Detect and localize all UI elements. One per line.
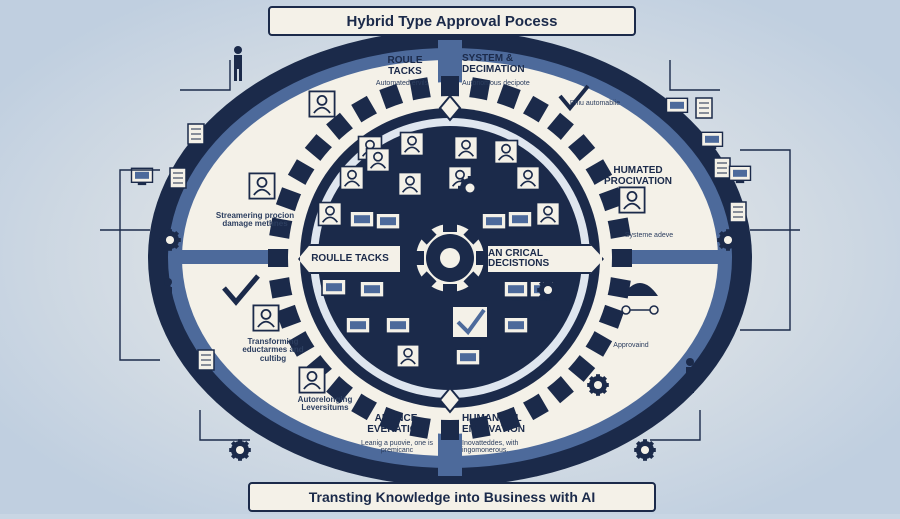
- center-gear-tooth: [443, 218, 457, 232]
- tr-sub: Autonomous decipote: [462, 80, 530, 87]
- center-right-pill: An Crical Decistions: [486, 244, 604, 274]
- document-icon: [169, 167, 187, 189]
- checkmark-icon: [558, 84, 590, 112]
- gear-tooth: [597, 187, 625, 212]
- gear-tooth: [468, 414, 491, 439]
- gear-tooth: [275, 304, 303, 329]
- bl-heading: Adunce Everation: [367, 413, 425, 435]
- monitor-icon: [665, 97, 689, 116]
- person-icon: [252, 304, 280, 332]
- monitor-icon: [503, 316, 529, 337]
- tr-side-b: Humated Procivation: [604, 165, 672, 187]
- gear-tooth: [597, 304, 625, 329]
- person-figure-icon: [234, 46, 242, 81]
- monitor-icon: [503, 280, 529, 301]
- gear-tooth: [275, 187, 303, 212]
- center-left-pill: Roulle Tacks: [298, 244, 402, 274]
- gear-tooth: [409, 77, 432, 102]
- gear-icon: [587, 374, 609, 396]
- document-icon: [713, 157, 731, 179]
- person-icon: [395, 343, 421, 369]
- person-icon: [365, 147, 391, 173]
- document-icon: [197, 349, 215, 371]
- tr-side-c: Systeme adeve: [624, 232, 674, 239]
- person-figure-icon: [164, 278, 172, 313]
- person-icon: [453, 135, 479, 161]
- bl-side-b: Autorelonging Leversitums: [297, 395, 353, 413]
- monitor-icon: [455, 348, 481, 369]
- br-side: Approvaind: [613, 342, 649, 349]
- monitor-icon: [385, 316, 411, 337]
- monitor-icon: [359, 280, 385, 301]
- gear-icon: [634, 439, 656, 461]
- checkbox-checked-icon: [451, 305, 489, 339]
- person-icon: [298, 366, 326, 394]
- monitor-icon: [349, 210, 375, 231]
- tl-sub: Automated ervils: [375, 80, 429, 87]
- gear-icon: [537, 279, 559, 301]
- tr-side-a: Phiu automabiie: [569, 100, 621, 107]
- monitor-icon: [375, 212, 401, 233]
- person-icon: [399, 131, 425, 157]
- center-gear-tooth: [410, 251, 424, 265]
- document-icon: [729, 201, 747, 223]
- monitor-icon: [481, 212, 507, 233]
- person-icon: [317, 201, 343, 227]
- monitor-icon: [321, 278, 347, 299]
- tl-heading: Roule Tacks: [387, 55, 423, 77]
- side-icons: [130, 46, 752, 461]
- person-icon: [397, 171, 423, 197]
- gear-tooth: [606, 217, 631, 240]
- person-icon: [493, 139, 519, 165]
- gear-icon: [458, 176, 482, 200]
- person-icon: [515, 165, 541, 191]
- network-icon: [621, 283, 659, 315]
- divider-diamonds: [438, 94, 462, 414]
- connector-lines: [100, 60, 800, 441]
- gear-tooth: [269, 217, 294, 240]
- person-icon: [618, 186, 646, 214]
- monitor-icon: [507, 210, 533, 231]
- gear-icon: [229, 439, 251, 461]
- person-icon: [535, 201, 561, 227]
- gear-tooth: [379, 405, 404, 433]
- person-icon: [308, 90, 336, 118]
- br-heading: Humane AL Entevation: [462, 413, 525, 435]
- tl-side: Streamering procion damage methnes: [215, 211, 295, 229]
- monitor-icon: [728, 165, 752, 184]
- monitor-icon: [700, 131, 724, 150]
- gear-tooth: [409, 414, 432, 439]
- gear-tooth: [610, 249, 632, 267]
- gear-tooth: [379, 83, 404, 111]
- document-icon: [187, 123, 205, 145]
- monitor-icon: [130, 167, 154, 186]
- gear-tooth: [496, 83, 521, 111]
- diagram-footer: Transting Knowledge into Business with A…: [248, 482, 656, 512]
- diagram-title: Hybrid Type Approval Pocess: [268, 6, 636, 36]
- person-figure-icon: [686, 358, 694, 393]
- gear-tooth: [441, 418, 459, 440]
- gear-tooth: [441, 76, 459, 98]
- gear-tooth: [496, 405, 521, 433]
- inner-icon-grid: [317, 131, 561, 369]
- gear-tooth: [468, 77, 491, 102]
- center-gear-tooth: [443, 284, 457, 298]
- document-icon: [695, 97, 713, 119]
- person-icon: [339, 165, 365, 191]
- gear-icon: [717, 229, 739, 251]
- gear-tooth: [269, 276, 294, 299]
- center-gear-icon: [410, 218, 490, 298]
- tr-heading: System & Decimation: [462, 53, 525, 75]
- gear-icon: [159, 229, 181, 251]
- gear-tooth: [268, 249, 290, 267]
- bl-sub: Leanig a puovie, one is premicanc: [361, 440, 433, 455]
- br-sub: Inovatteddes, with ingomonerous.: [462, 440, 519, 455]
- bl-side-a: Transforming eductarmes and cultibg: [242, 337, 304, 363]
- checkmark-icon: [222, 274, 260, 306]
- monitor-icon: [345, 316, 371, 337]
- person-icon: [248, 172, 276, 200]
